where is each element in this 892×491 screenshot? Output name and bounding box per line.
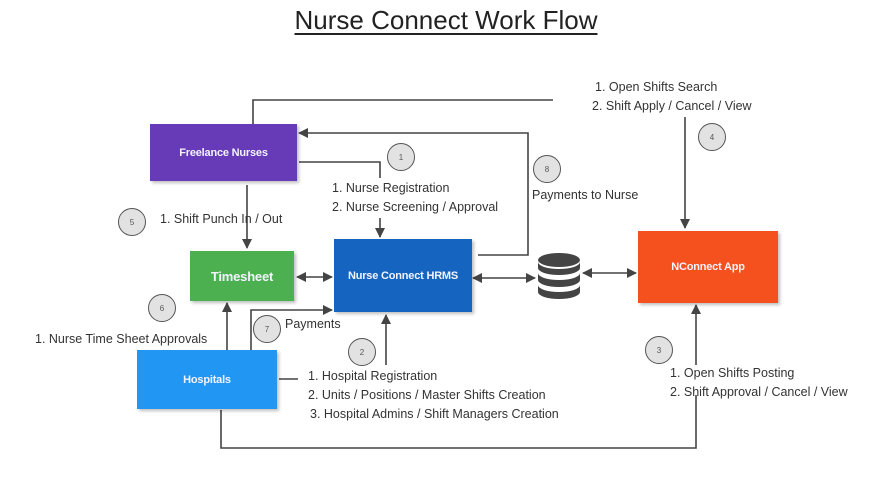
node-nconnect-app[interactable]: NConnect App [638,231,778,303]
node-label: NConnect App [671,261,745,273]
step-3-label: 1. Open Shifts Posting 2. Shift Approval… [670,364,848,402]
step-2-label: 1. Hospital Registration 2. Units / Posi… [308,367,559,424]
connector-nurses-to-hrms [299,161,381,178]
step-badge-1: 1 [387,143,415,171]
step-1-label: 1. Nurse Registration 2. Nurse Screening… [332,179,498,217]
node-label: Freelance Nurses [179,146,268,159]
label-line: 1. Open Shifts Search [595,80,718,94]
page-title: Nurse Connect Work Flow [294,5,598,35]
label-line: 2. Nurse Screening / Approval [332,200,499,214]
node-timesheet[interactable]: Timesheet [190,251,294,301]
label-line: 1. Shift Punch In / Out [160,212,283,226]
step-8-label: Payments to Nurse [532,186,638,205]
label-line: 3. Hospital Admins / Shift Managers Crea… [310,407,559,421]
step-7-label: Payments [285,315,341,334]
label-line: 2. Units / Positions / Master Shifts Cre… [308,388,546,402]
label-line: 1. Hospital Registration [308,369,438,383]
node-freelance-nurses[interactable]: Freelance Nurses [150,124,297,181]
connector-nurses-to-app [252,99,553,124]
step-badge-4: 4 [698,123,726,151]
database-icon [538,253,580,299]
step-4-label: 1. Open Shifts Search 2. Shift Apply / C… [592,78,752,116]
connector-hospitals-to-hrms [250,305,333,350]
connector-hospitals-to-app [220,395,697,449]
node-nurse-connect-hrms[interactable]: Nurse Connect HRMS [334,239,472,312]
label-line: Payments [285,317,341,331]
node-label: Hospitals [183,373,231,386]
label-line: 1. Nurse Time Sheet Approvals [35,332,208,346]
label-line: 2. Shift Approval / Cancel / View [670,385,848,399]
label-line: Payments to Nurse [532,188,639,202]
step-badge-8: 8 [533,155,561,183]
step-badge-6: 6 [148,294,176,322]
label-line: 1. Open Shifts Posting [670,366,795,380]
node-hospitals[interactable]: Hospitals [137,350,277,409]
node-label: Timesheet [210,268,274,284]
step-badge-7: 7 [253,315,281,343]
step-badge-2: 2 [348,338,376,366]
connector-hrms-to-nurses [298,128,529,256]
step-badge-3: 3 [645,336,673,364]
label-line: 1. Nurse Registration [332,181,450,195]
node-label: Nurse Connect HRMS [347,269,459,282]
step-badge-5: 5 [118,208,146,236]
step-5-label: 1. Shift Punch In / Out [160,210,282,229]
label-line: 2. Shift Apply / Cancel / View [592,99,752,113]
step-6-label: 1. Nurse Time Sheet Approvals [35,330,207,349]
